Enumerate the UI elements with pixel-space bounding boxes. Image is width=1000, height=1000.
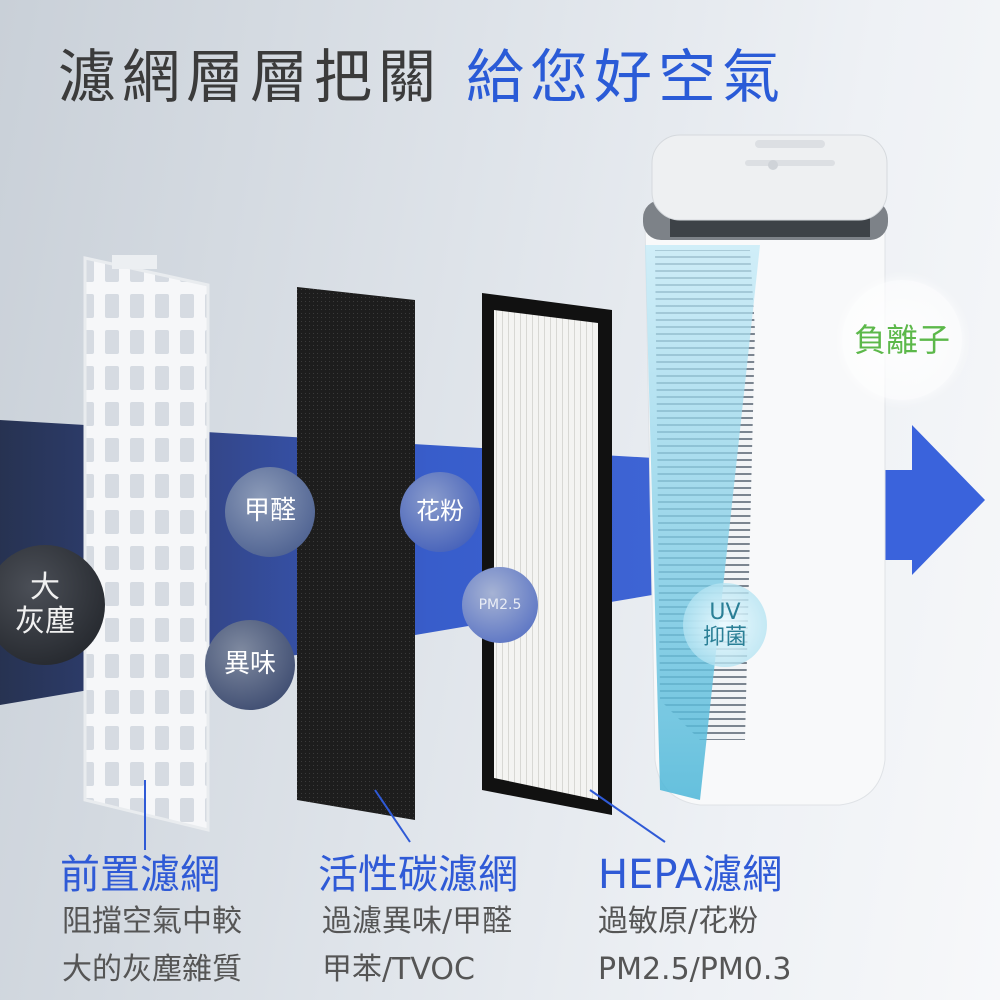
carbon-filter-description: 過濾異味/甲醛 甲苯/TVOC [322,898,512,994]
page-title: 濾網層層把關給您好空氣 [58,30,786,114]
carbon-filter-title: 活性碳濾網 [318,852,518,898]
pre-filter-title: 前置濾網 [60,852,220,898]
hepa-filter-description: 過敏原/花粉 PM2.5/PM0.3 [598,898,791,994]
description-line: 阻擋空氣中較 [62,904,242,939]
formaldehyde-bubble: 甲醛 [225,467,315,557]
pre-filter-description: 阻擋空氣中較 大的灰塵雜質 [62,898,242,994]
description-line: 過敏原/花粉 [598,904,759,939]
description-line: 甲苯/TVOC [322,952,475,987]
carbon-filter-panel [297,287,415,820]
pre-filter-panel [83,255,210,832]
odor-bubble: 異味 [205,620,295,710]
carbon-filter-leader-line [374,789,411,843]
uv-label: UV [709,599,741,625]
pollen-bubble: 花粉 [400,472,480,552]
anion-bubble: 負離子 [842,280,962,400]
uv-sub-label: 抑菌 [702,625,747,650]
title-blue: 給您好空氣 [466,43,787,111]
hepa-filter-title: HEPA濾網 [598,852,783,898]
airflow-band [0,420,860,705]
description-line: 大的灰塵雜質 [62,952,242,987]
hepa-filter-leader-line [589,789,666,843]
pm25-bubble: PM2.5 [462,567,538,643]
title-gray: 濾網層層把關 [58,43,443,111]
dust-bubble: 大 灰塵 [0,545,105,665]
description-line: 過濾異味/甲醛 [322,904,513,939]
uv-sterilization-bubble: UV 抑菌 [683,583,767,667]
air-purifier [642,134,888,806]
hepa-filter-panel [482,293,612,815]
description-line: PM2.5/PM0.3 [598,952,792,987]
arrow-head [862,425,985,575]
